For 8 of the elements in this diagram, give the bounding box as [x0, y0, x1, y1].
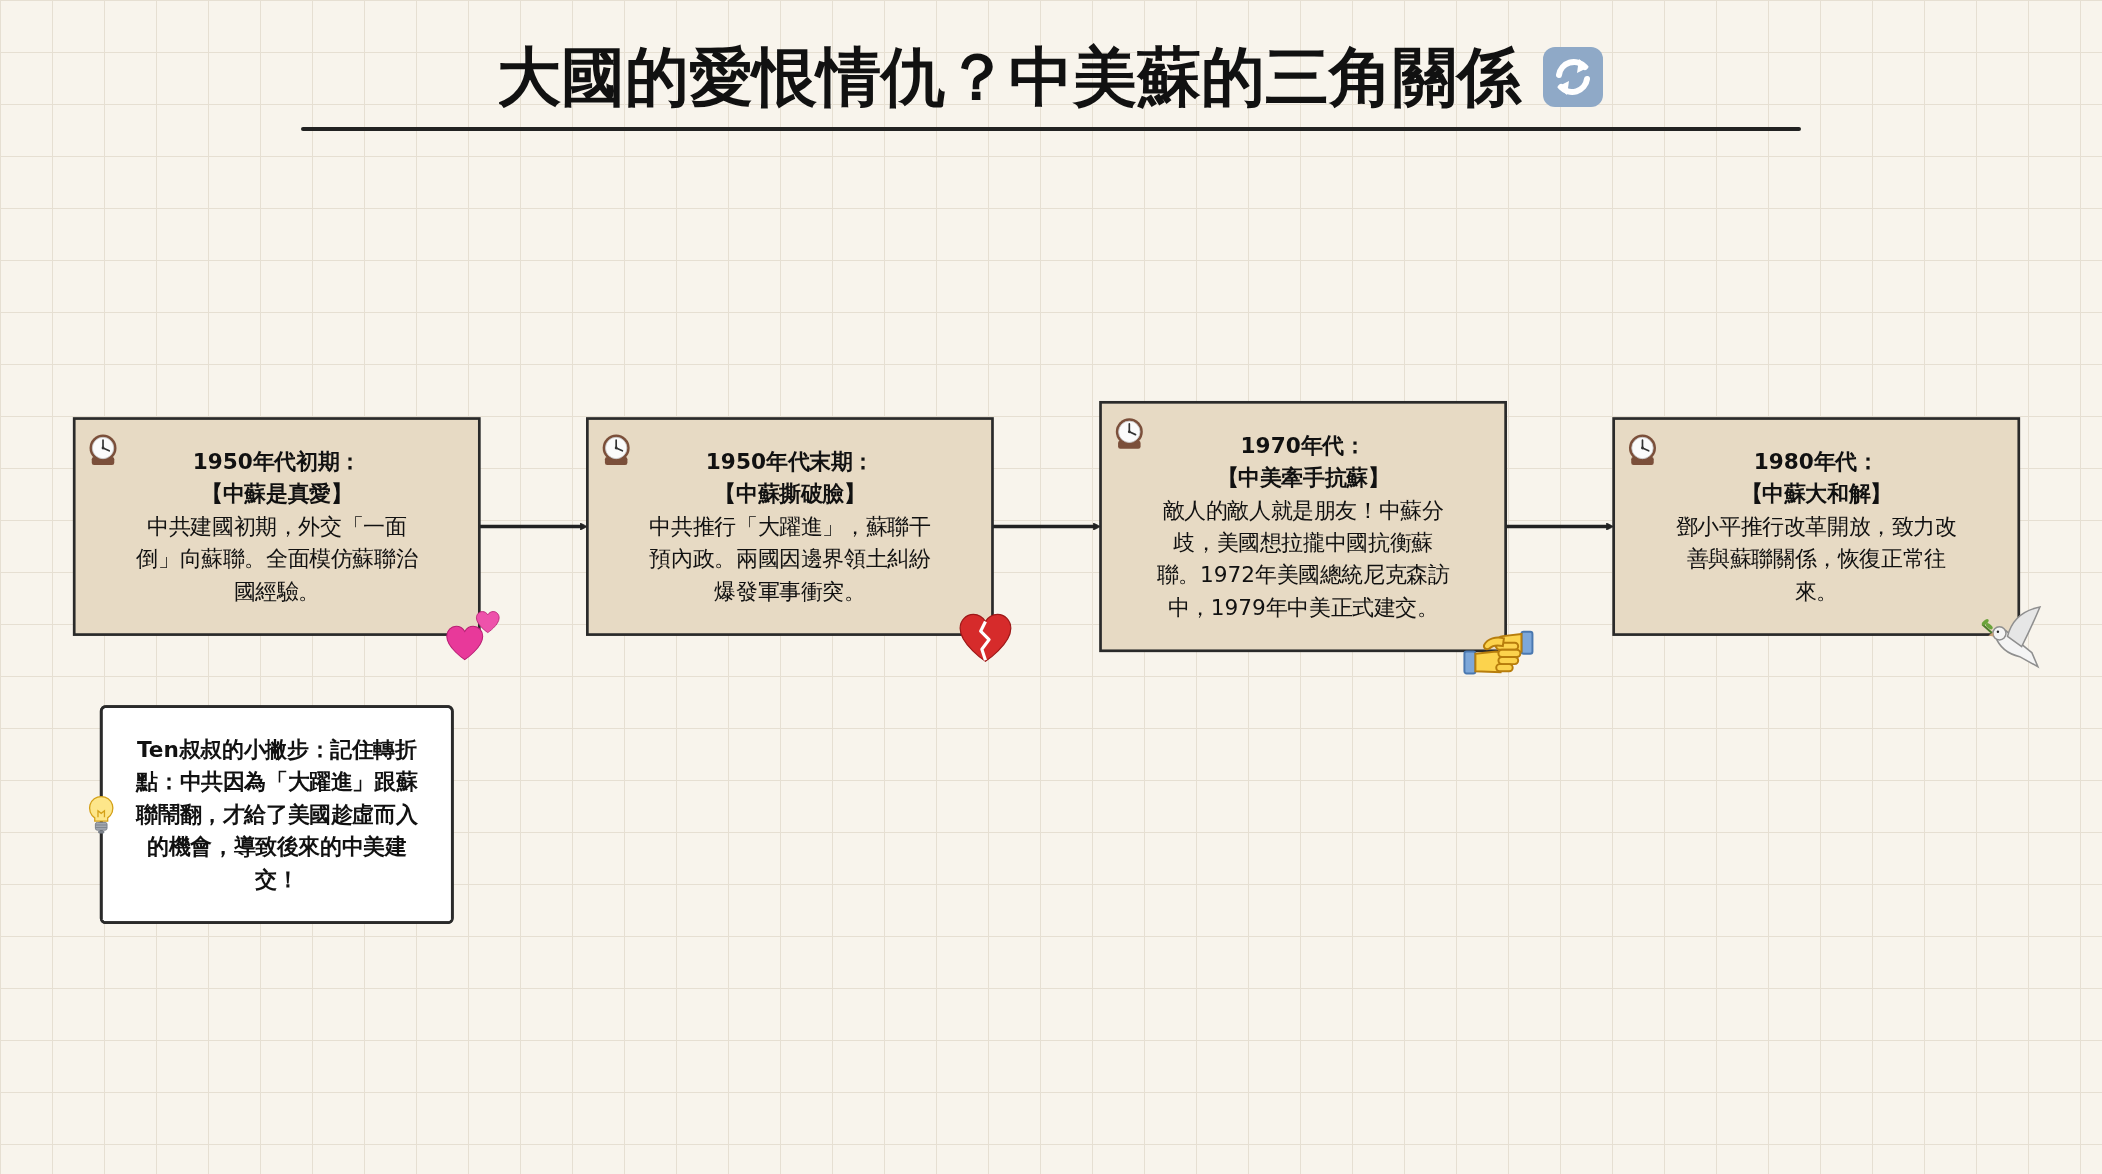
timeline-card: 1950年代末期： 【中蘇撕破臉】 中共推行「大躍進」，蘇聯干預內政。兩國因邊界領土糾紛爆發軍事衝突。: [586, 417, 994, 636]
title: 大國的愛恨情仇？中美蘇的三角關係: [497, 38, 1521, 116]
timeline-card: 1980年代： 【中蘇大和解】 鄧小平推行改革開放，致力改善與蘇聯關係，恢復正常往來。: [1612, 417, 2021, 636]
timeline-card: 1950年代初期： 【中蘇是真愛】 中共建國初期，外交「一面倒」向蘇聯。全面模仿蘇聯治國經驗。: [72, 417, 481, 636]
arrow: [992, 522, 1101, 531]
tip-note: Ten叔叔的小撇步：記住轉折點：中共因為「大躍進」跟蘇聯鬧翻，才給了美國趁虛而入的機會，導致後來的中美建交！: [99, 705, 454, 925]
arrow: [479, 522, 588, 531]
timeline-card: 1970年代： 【中美牽手抗蘇】 敵人的敵人就是朋友！中蘇分歧，美國想拉攏中國抗衡蘇聯。1972年美國總統尼克森訪中，1979年中美正式建交。: [1099, 400, 1507, 653]
